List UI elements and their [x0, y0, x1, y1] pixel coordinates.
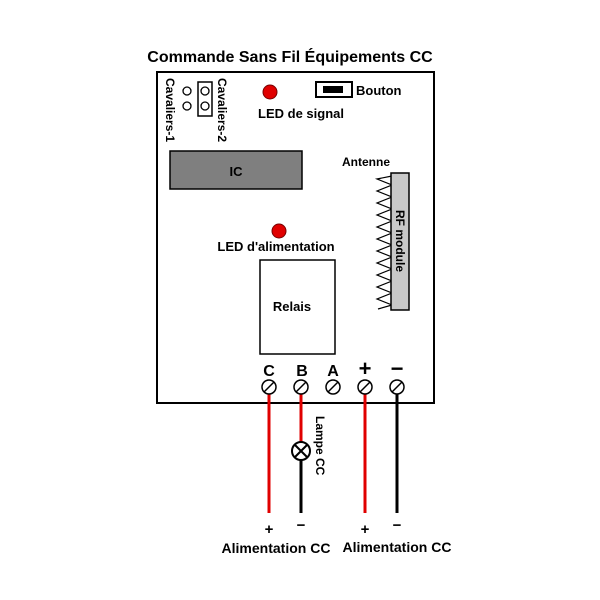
- ic-label: IC: [230, 164, 244, 179]
- left-plus-sign: +: [265, 521, 274, 538]
- antenna-label: Antenne: [342, 155, 390, 169]
- jumper-2-label: Cavaliers-2: [215, 78, 229, 142]
- button-label: Bouton: [356, 83, 402, 98]
- lamp-label: Lampe CC: [313, 416, 327, 476]
- screw-terminal-minus: [389, 379, 405, 395]
- power-led-label: LED d'alimentation: [217, 239, 334, 254]
- right-minus-sign: −: [393, 517, 402, 534]
- left-minus-sign: −: [297, 517, 306, 534]
- diagram-title: Commande Sans Fil Équipements CC: [147, 47, 433, 66]
- terminal-minus-label: −: [391, 356, 404, 381]
- signal-led: [262, 84, 278, 100]
- right-plus-sign: +: [361, 521, 370, 538]
- jumper-1: [182, 86, 192, 111]
- screw-terminal-b: [293, 379, 309, 395]
- relay-label: Relais: [273, 299, 311, 314]
- screw-terminal-c: [261, 379, 277, 395]
- ic-chip: [169, 150, 303, 190]
- screw-terminal-a: [325, 379, 341, 395]
- push-button: [315, 81, 353, 98]
- terminal-plus-label: +: [359, 356, 372, 381]
- screw-terminal-plus: [357, 379, 373, 395]
- rf-module: [390, 172, 410, 311]
- rf-module-label: RF module: [393, 210, 407, 272]
- terminal-c-label: C: [263, 363, 275, 380]
- relay: [259, 259, 336, 355]
- signal-led-label: LED de signal: [258, 106, 344, 121]
- terminal-a-label: A: [327, 363, 339, 380]
- power-led: [271, 223, 287, 239]
- jumper-2: [197, 81, 213, 117]
- right-supply-label: Alimentation CC: [343, 539, 452, 555]
- antenna-coil: [374, 175, 394, 310]
- left-supply-label: Alimentation CC: [222, 540, 331, 556]
- lamp-icon: [291, 441, 311, 461]
- jumper-1-label: Cavaliers-1: [163, 78, 177, 142]
- terminal-b-label: B: [296, 363, 308, 380]
